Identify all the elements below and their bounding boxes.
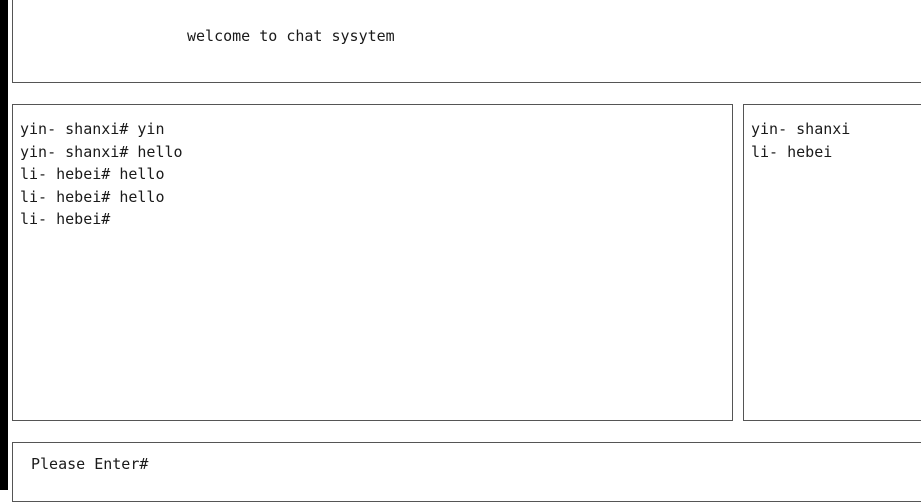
message-line: yin- shanxi# hello bbox=[20, 142, 183, 161]
user-list-item[interactable]: yin- shanxi bbox=[751, 120, 851, 138]
message-log[interactable]: yin- shanxi# yin yin- shanxi# hello li- … bbox=[12, 104, 733, 421]
message-line: li- hebei# hello bbox=[20, 187, 165, 206]
user-list-item[interactable]: li- hebei bbox=[751, 142, 833, 161]
message-line: yin- shanxi# yin bbox=[20, 120, 165, 138]
message-input[interactable]: Please Enter# bbox=[12, 442, 921, 502]
message-line: li- hebei# bbox=[20, 210, 111, 228]
header-panel: welcome to chat sysytem bbox=[12, 0, 921, 83]
message-line: li- hebei# hello bbox=[20, 165, 165, 183]
welcome-title: welcome to chat sysytem bbox=[187, 27, 395, 45]
window-left-edge bbox=[0, 0, 8, 490]
online-users-list[interactable]: yin- shanxi li- hebei bbox=[743, 104, 921, 421]
input-prompt: Please Enter# bbox=[31, 455, 149, 473]
